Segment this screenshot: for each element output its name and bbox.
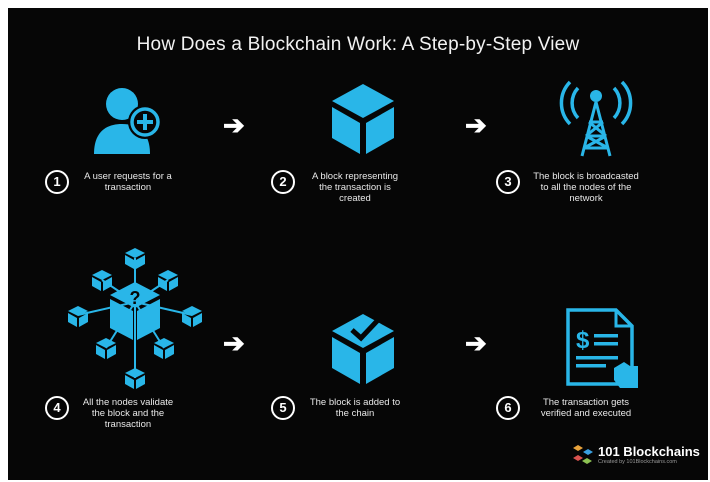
step-number: 4 [45, 396, 69, 420]
broadcast-tower-icon [556, 74, 636, 160]
arrow-right-icon: ➔ [465, 110, 487, 140]
svg-text:?: ? [130, 288, 141, 308]
page-title: How Does a Blockchain Work: A Step-by-St… [136, 34, 580, 55]
step-description: All the nodes validate the block and the… [82, 397, 174, 430]
user-add-icon [90, 80, 170, 160]
step-number: 5 [271, 396, 295, 420]
invoice-document-icon: $ [558, 304, 642, 390]
arrow-right-icon: ➔ [465, 328, 487, 358]
svg-text:$: $ [576, 327, 590, 354]
step-number: 2 [271, 170, 295, 194]
infographic-card: How Does a Blockchain Work: A Step-by-St… [8, 8, 708, 480]
brand-logo: 101 Blockchains Created by 101Blockchain… [572, 444, 704, 470]
step-description: A user requests for a transaction [84, 171, 172, 193]
brand-cubes-icon [573, 445, 593, 464]
brand-tagline: Created by 101Blockchains.com [598, 459, 677, 465]
cube-check-icon [328, 308, 398, 386]
step-description: The block is broadcasted to all the node… [533, 171, 639, 204]
arrow-right-icon: ➔ [223, 328, 245, 358]
step-number: 1 [45, 170, 69, 194]
step-number: 6 [496, 396, 520, 420]
network-nodes-icon: ? [60, 240, 210, 390]
brand-name: 101 Blockchains [598, 444, 700, 459]
arrow-right-icon: ➔ [223, 110, 245, 140]
cube-icon [328, 80, 398, 156]
step-description: The transaction gets verified and execut… [540, 397, 632, 419]
step-description: A block representing the transaction is … [311, 171, 399, 204]
step-number: 3 [496, 170, 520, 194]
step-description: The block is added to the chain [309, 397, 401, 419]
